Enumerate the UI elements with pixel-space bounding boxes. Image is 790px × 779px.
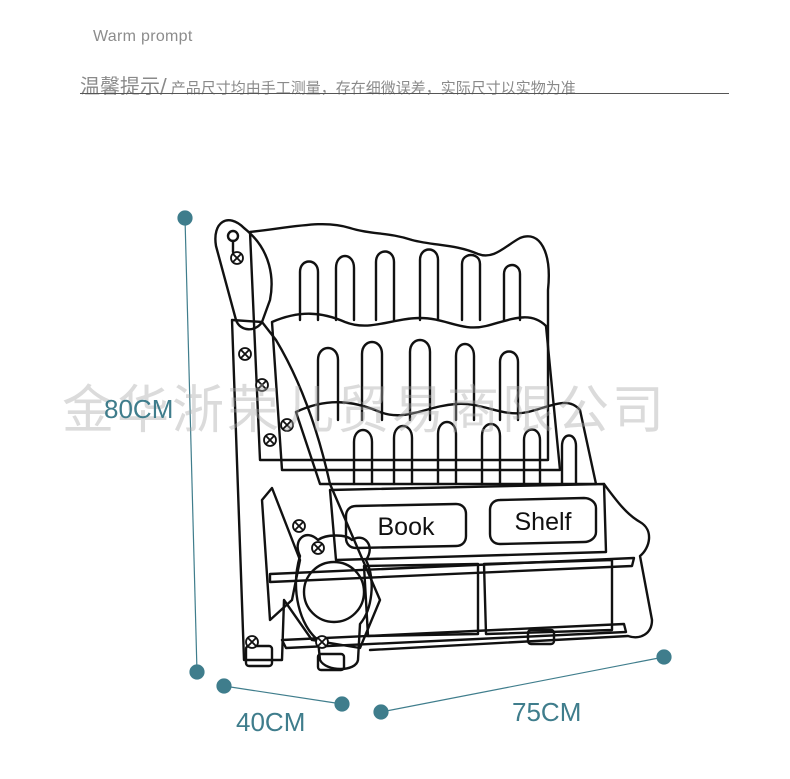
- screw-icon: [315, 635, 329, 649]
- bear-face: [302, 560, 366, 624]
- back-panel-slots: [298, 248, 522, 322]
- shelf-label: Shelf: [515, 508, 572, 536]
- front-panel-slots: [352, 420, 578, 486]
- screw-icon: [311, 541, 325, 555]
- screw-icon: [255, 378, 269, 392]
- prompt-label: 温馨提示/: [80, 74, 167, 98]
- screw-icon: [238, 347, 252, 361]
- screws: [230, 251, 329, 649]
- screw-icon: [280, 418, 294, 432]
- screw-icon: [230, 251, 244, 265]
- depth-start-marker: [216, 678, 232, 694]
- depth-dimension-line: [223, 685, 343, 705]
- middle-panel-slots: [316, 338, 520, 422]
- bottom-rail: [280, 622, 628, 650]
- left-post: [214, 219, 273, 331]
- depth-dimension: 40CM: [236, 707, 306, 737]
- width-end-marker: [656, 649, 672, 665]
- left-side-frame: [230, 318, 382, 662]
- foot-right: [526, 628, 556, 646]
- shelf-label-plate: [488, 496, 598, 546]
- width-start-marker: [373, 704, 389, 720]
- height-dimension-line: [184, 217, 198, 673]
- height-top-marker: [177, 210, 193, 226]
- prompt-text: 产品尺寸均由手工测量，存在细微误差，实际尺寸以实物为准: [170, 79, 576, 97]
- screw-icon: [263, 433, 277, 447]
- width-dimension-line: [380, 656, 665, 713]
- warm-prompt-eyebrow: Warm prompt: [93, 28, 193, 45]
- screw-icon: [292, 519, 306, 533]
- book-label: Book: [378, 513, 435, 541]
- back-panel: [248, 222, 550, 462]
- height-bottom-marker: [189, 664, 205, 680]
- drawer-tray: [268, 556, 636, 584]
- middle-panel: [270, 312, 562, 472]
- right-side-frame: [368, 482, 654, 652]
- front-panel: [294, 401, 598, 486]
- foot-left-back: [244, 644, 274, 668]
- hanger-hole: [226, 229, 240, 243]
- prompt-row: 温馨提示/产品尺寸均由手工测量，存在细微误差，实际尺寸以实物为准: [80, 70, 576, 99]
- width-dimension: 75CM: [512, 697, 582, 727]
- depth-end-marker: [334, 696, 350, 712]
- header-divider: [80, 93, 729, 94]
- book-label-plate: [344, 502, 468, 550]
- screw-icon: [245, 635, 259, 649]
- height-dimension: 80CM: [104, 394, 174, 424]
- foot-left-front: [316, 652, 346, 672]
